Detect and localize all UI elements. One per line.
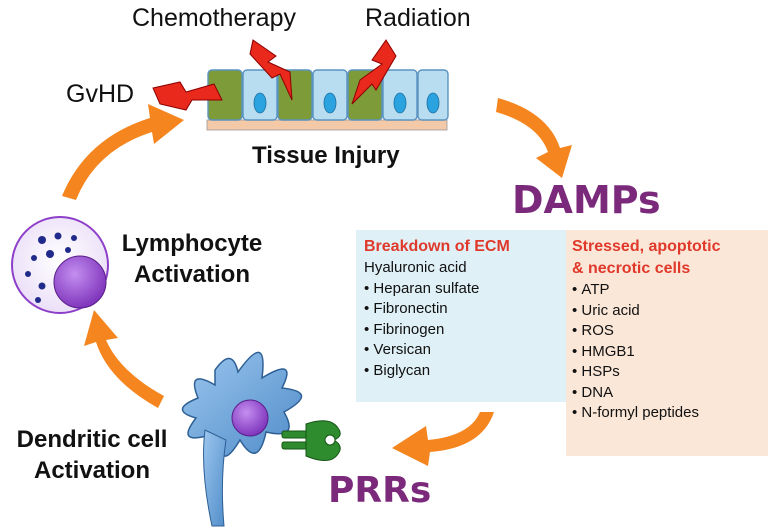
damps-label: DAMPs <box>512 178 661 222</box>
stress-box-title-line1: Stressed, apoptotic <box>572 238 721 255</box>
list-item: ROS <box>572 321 766 342</box>
lymphocyte-label-line1: Lymphocyte <box>121 230 263 257</box>
gvhd-label: GvHD <box>66 80 135 108</box>
list-item: Versican <box>364 340 564 361</box>
lightning-bolt-icon <box>152 39 397 111</box>
receptor-icon <box>281 420 341 461</box>
list-item: Uric acid <box>572 301 766 322</box>
lymphocyte-label-line2: Activation <box>133 261 250 288</box>
list-item: N-formyl peptides <box>572 403 766 424</box>
dendritic-label-line2: Activation <box>33 457 150 484</box>
tissue-injury-label: Tissue Injury <box>252 142 400 169</box>
stress-box: Stressed, apoptotic & necrotic cells ATP… <box>572 236 766 424</box>
list-item: ATP <box>572 280 766 301</box>
stress-box-title-line2: & necrotic cells <box>572 260 691 277</box>
list-item: DNA <box>572 383 766 404</box>
ecm-box: Breakdown of ECM Hyaluronic acid Heparan… <box>364 236 564 381</box>
stress-item-list: ATP Uric acid ROS HMGB1 HSPs DNA N-formy… <box>572 280 766 424</box>
list-item: Heparan sulfate <box>364 279 564 300</box>
ecm-first-line: Hyaluronic acid <box>364 259 467 276</box>
ecm-box-title: Breakdown of ECM <box>364 238 510 255</box>
dendritic-cell-icon <box>181 351 303 527</box>
ecm-item-list: Heparan sulfate Fibronectin Fibrinogen V… <box>364 279 564 382</box>
list-item: Biglycan <box>364 361 564 382</box>
chemotherapy-label: Chemotherapy <box>132 4 296 32</box>
prrs-label: PRRs <box>328 470 432 511</box>
dendritic-activation-label: Dendritic cell Activation <box>4 424 180 486</box>
list-item: HSPs <box>572 362 766 383</box>
list-item: HMGB1 <box>572 342 766 363</box>
lymphocyte-activation-label: Lymphocyte Activation <box>114 228 270 290</box>
dendritic-label-line1: Dendritic cell <box>16 426 168 453</box>
radiation-label: Radiation <box>365 4 471 32</box>
cycle-arrow-icon <box>62 98 572 466</box>
list-item: Fibrinogen <box>364 320 564 341</box>
tissue-cells-icon <box>206 69 449 131</box>
list-item: Fibronectin <box>364 299 564 320</box>
lymphocyte-cell-icon <box>11 216 109 314</box>
